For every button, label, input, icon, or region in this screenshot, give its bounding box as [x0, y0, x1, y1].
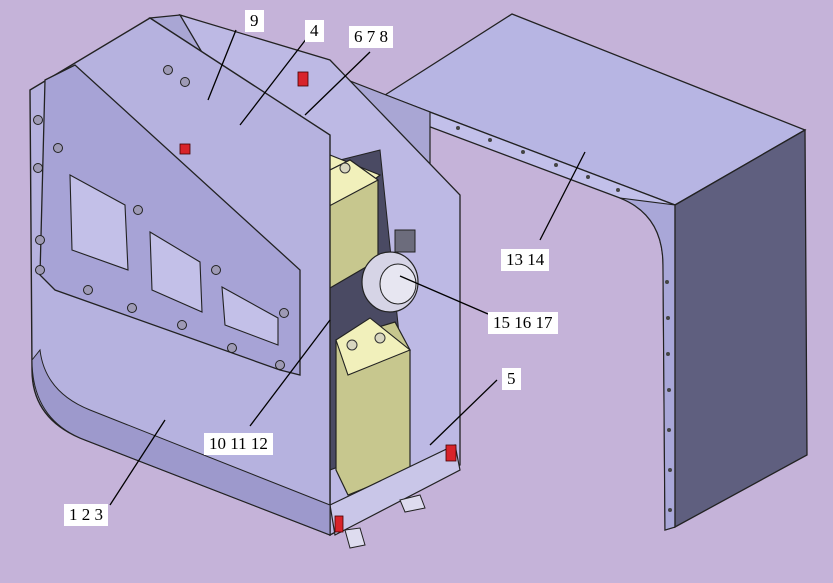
cover-panel: [383, 13, 808, 531]
callout-15-16-17: 15 16 17: [488, 312, 558, 334]
callout-13-14: 13 14: [501, 249, 550, 271]
leader-lines: [109, 29, 586, 506]
callout-5: 5: [502, 368, 521, 390]
battery-box: [29, 13, 461, 549]
callout-4: 4: [305, 20, 324, 42]
callout-1-2-3: 1 2 3: [64, 504, 108, 526]
callout-6-7-8: 6 7 8: [349, 26, 393, 48]
callout-9: 9: [245, 10, 264, 32]
callout-10-11-12: 10 11 12: [204, 433, 273, 455]
